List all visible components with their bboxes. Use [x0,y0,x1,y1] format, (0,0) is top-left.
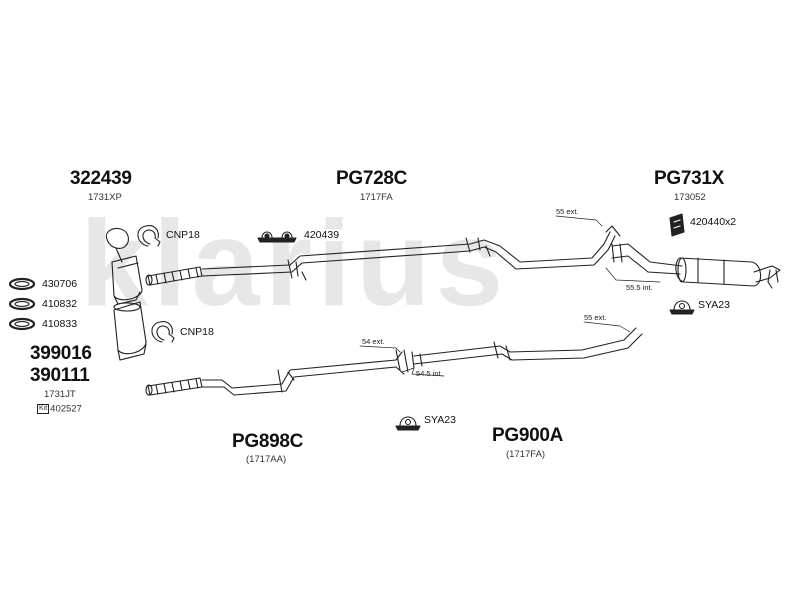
flex-pipe-top [145,266,203,286]
hanger-420439-icon [257,231,297,243]
hanger-420440-icon [669,213,685,237]
part-number-pg898c: PG898C [232,431,304,452]
clamp-cnp18-bottom-icon [151,321,175,343]
bracket-sya23-center-icon [395,416,421,431]
part-number-399016: 399016 [30,343,92,364]
label-430706: 430706 [42,278,78,290]
part-ref-1731jt: 1731JT [44,389,76,400]
dimension-54-ext: 54 ext. [362,337,385,346]
flex-pipe-bottom [145,377,203,396]
label-420440x2: 420440x2 [690,216,737,228]
part-number-pg728c: PG728C [336,168,408,189]
label-410833: 410833 [42,318,78,330]
label-cnp18-top: CNP18 [166,229,200,241]
dimension-55-5-int: 55.5 int. [626,283,653,292]
part-number-pg731x: PG731X [654,168,725,189]
part-ref-173052: 173052 [674,192,706,203]
label-cnp18-bottom: CNP18 [180,326,214,338]
label-420439: 420439 [304,229,340,241]
label-410832: 410832 [42,298,78,310]
part-number-pg900a: PG900A [492,425,564,446]
catalytic-converter-bottom [113,301,147,361]
part-ref-1717fa: 1717FA [360,192,393,203]
silencer-pg731x [611,243,781,289]
dimension-55-ext-bottom: 55 ext. [584,313,607,322]
part-ref-1731xp: 1731XP [88,192,122,203]
part-ref-1717aa: (1717AA) [246,454,287,465]
part-number-390111: 390111 [30,365,90,386]
pipe-pg900a [411,327,643,369]
bracket-sya23-right-icon [669,300,695,315]
dimension-leaders [359,215,661,377]
dimension-55-ext-top: 55 ext. [556,207,579,216]
clamp-cnp18-top-icon [137,225,161,247]
part-number-322439: 322439 [70,168,132,189]
label-sya23-center: SYA23 [424,414,456,426]
kit-tag: Kit [37,404,50,414]
pipe-pg898c [201,349,409,396]
kit-number-402527: 402527 [50,403,82,415]
gasket-rings [8,277,36,331]
catalytic-converter-top [105,227,143,305]
dimension-54-5-int: 54.5 int. [416,369,443,378]
label-sya23-right: SYA23 [698,299,730,311]
pipe-pg728c [201,225,621,281]
part-ref-1717fa-bottom: (1717FA) [506,449,546,460]
